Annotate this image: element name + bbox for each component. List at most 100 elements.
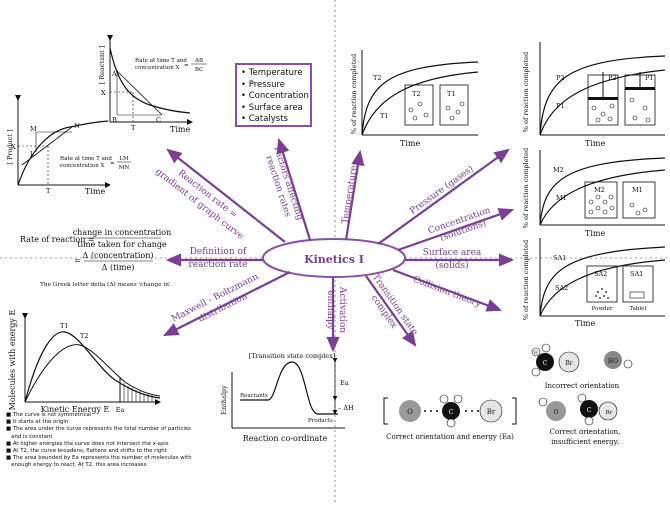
- mb-notes: ■ The curve is not symmetrical ■ It star…: [6, 412, 276, 470]
- temp-particles: [408, 101, 465, 121]
- conc-curve-label-m2: M2: [553, 166, 564, 174]
- arrow-concentration: [397, 208, 515, 252]
- enthalpy-profile: [Transition state complex] Enthalpy Reac…: [220, 352, 354, 443]
- hydroxide-incorrect: [604, 351, 622, 369]
- pressure-curve-label-p1: P1: [556, 102, 565, 110]
- note-item: ■ It starts at the origin: [6, 419, 69, 426]
- factor-item: • Concentration: [241, 91, 309, 101]
- surface-ylabel: % of reaction completed: [522, 240, 530, 320]
- incorrect-molecule: C Br H HO: [531, 343, 633, 377]
- enthalpy-title: [Transition state complex]: [249, 352, 336, 360]
- atom-br-correct: Br: [487, 408, 496, 416]
- rate-lhs: Rate of reaction =: [20, 235, 95, 244]
- product-point-m: M: [30, 125, 37, 133]
- rate-den: time taken for change: [77, 240, 167, 249]
- pressure-piston-p1: [625, 87, 655, 90]
- maxwell-boltzmann-graph: Molecules with energy E Kinetic Energy E…: [8, 310, 161, 414]
- reactant-formula-eq: =: [184, 63, 189, 69]
- arrows: [163, 137, 515, 353]
- surface-curve-label-sa2: SA2: [555, 284, 568, 292]
- mb-xlabel: Kinetic Energy E: [41, 405, 110, 414]
- label-surface-2: (solids): [435, 260, 468, 271]
- conc-particles: [588, 194, 648, 216]
- factor-item: • Surface area: [241, 102, 303, 113]
- mb-ea-hatching: [123, 383, 153, 402]
- label-definition-1: Definition of: [190, 247, 247, 257]
- surface-xlabel: Time: [575, 319, 595, 328]
- reactant-point-x: X: [101, 89, 106, 97]
- reactant-formula-num: AB: [194, 58, 203, 64]
- surface-curve-label-sa1: SA1: [553, 254, 566, 262]
- reactant-graph: [ Reactant ] Time A X B T C Rate at time…: [98, 35, 207, 134]
- temp-curve-label-t2: T2: [373, 74, 381, 82]
- enthalpy-reactants: Reactants: [240, 393, 268, 399]
- enthalpy-ea-label: Ea: [340, 379, 349, 387]
- atom-o-correct: O: [407, 408, 413, 416]
- label-pressure: Pressure (gases): [408, 163, 476, 217]
- reactant-tangent: [115, 69, 163, 116]
- note-item: ■ The area bounded by Ea represents the …: [6, 455, 192, 462]
- product-formula-1: Rate at time T and: [60, 156, 112, 162]
- bromine-atom-incorrect: [558, 351, 580, 373]
- factor-item: • Temperature: [241, 68, 303, 78]
- label-activation-2: enthalpy: [325, 290, 335, 331]
- pressure-curve-p1: [539, 69, 666, 136]
- product-formula-eq: =: [110, 161, 115, 167]
- insufficient-label-2: insufficient energy.: [551, 438, 619, 446]
- rate-eq2: =: [74, 256, 81, 265]
- arrow-transition: [365, 275, 417, 347]
- temperature-graph: % of reaction completed Time T2 T1 T2 T1: [350, 50, 479, 148]
- product-formula-2: concentration X: [60, 163, 105, 169]
- note-item: ■ At higher energies the curve does not …: [6, 440, 169, 447]
- atom-h-1: H: [534, 350, 538, 356]
- conc-beaker-m2: [584, 181, 618, 219]
- temp-curve-label-t1: T1: [380, 112, 388, 120]
- surface-tablet: [629, 291, 645, 299]
- mb-ylabel: Molecules with energy E: [8, 310, 17, 411]
- note-item: ■ The curve is not symmetrical: [6, 412, 92, 418]
- label-temperature: Temperature: [340, 165, 359, 225]
- factor-item: • Pressure: [241, 79, 286, 90]
- conc-curve-m2: [539, 157, 666, 226]
- temp-curve-t2: [361, 61, 479, 136]
- conc-ylabel: % of reaction completed: [522, 148, 530, 228]
- oxygen-atom-insufficient: [546, 401, 566, 421]
- product-ylabel: [ Product ]: [6, 129, 14, 164]
- temp-beaker-t2: [404, 84, 434, 126]
- temp-beaker-label-t2: T2: [412, 90, 420, 98]
- pressure-particles: [591, 97, 651, 123]
- arrow-maxwell: [163, 271, 291, 336]
- surface-caption-tablet: Tablet: [629, 306, 647, 312]
- factor-item: • Catalysts: [241, 114, 288, 124]
- product-point-n: N: [74, 122, 80, 130]
- surface-powder: [595, 288, 609, 299]
- temp-beaker-label-t1: T1: [447, 90, 455, 98]
- product-xlabel: Time: [85, 187, 105, 196]
- incorrect-label: Incorrect orientation: [545, 382, 620, 390]
- pressure-xlabel: Time: [585, 139, 605, 148]
- temp-ylabel: % of reaction completed: [350, 54, 358, 134]
- temp-xlabel: Time: [400, 139, 420, 148]
- pressure-ylabel: % of reaction completed: [522, 52, 530, 132]
- arrow-factors: [276, 137, 312, 241]
- label-surface-1: Surface area: [423, 248, 482, 258]
- collision-orientation: C Br H HO Incorrect orientation O C Br C…: [383, 343, 633, 446]
- atom-br-insufficient: Br: [606, 410, 613, 416]
- center-title: Kinetics I: [304, 253, 364, 266]
- mb-curve-t1: [24, 331, 161, 403]
- bromine-atom-insufficient: [598, 401, 618, 421]
- product-graph: [ Product ] Time M N L X T Rate at time …: [6, 95, 131, 196]
- surface-caption-powder: Powder: [592, 306, 613, 312]
- carbon-atom-insufficient: [580, 400, 598, 418]
- pressure-piston-label-p2: P2: [608, 74, 617, 82]
- reactant-ylabel: [ Reactant ]: [98, 46, 106, 85]
- pressure-graph: % of reaction completed Time P2 P1 P2 P1: [522, 42, 666, 148]
- rate-den2: Δ (time): [102, 263, 135, 272]
- note-item: ■ At T2, the curve broadens, flattens an…: [6, 448, 167, 455]
- conc-beaker-label-m2: M2: [594, 186, 605, 194]
- surface-beaker-label-sa2: SA2: [594, 270, 607, 278]
- label-definition-2: reaction rate: [188, 260, 247, 270]
- reactant-point-a: A: [111, 70, 117, 78]
- surface-curve-sa2: [539, 259, 666, 317]
